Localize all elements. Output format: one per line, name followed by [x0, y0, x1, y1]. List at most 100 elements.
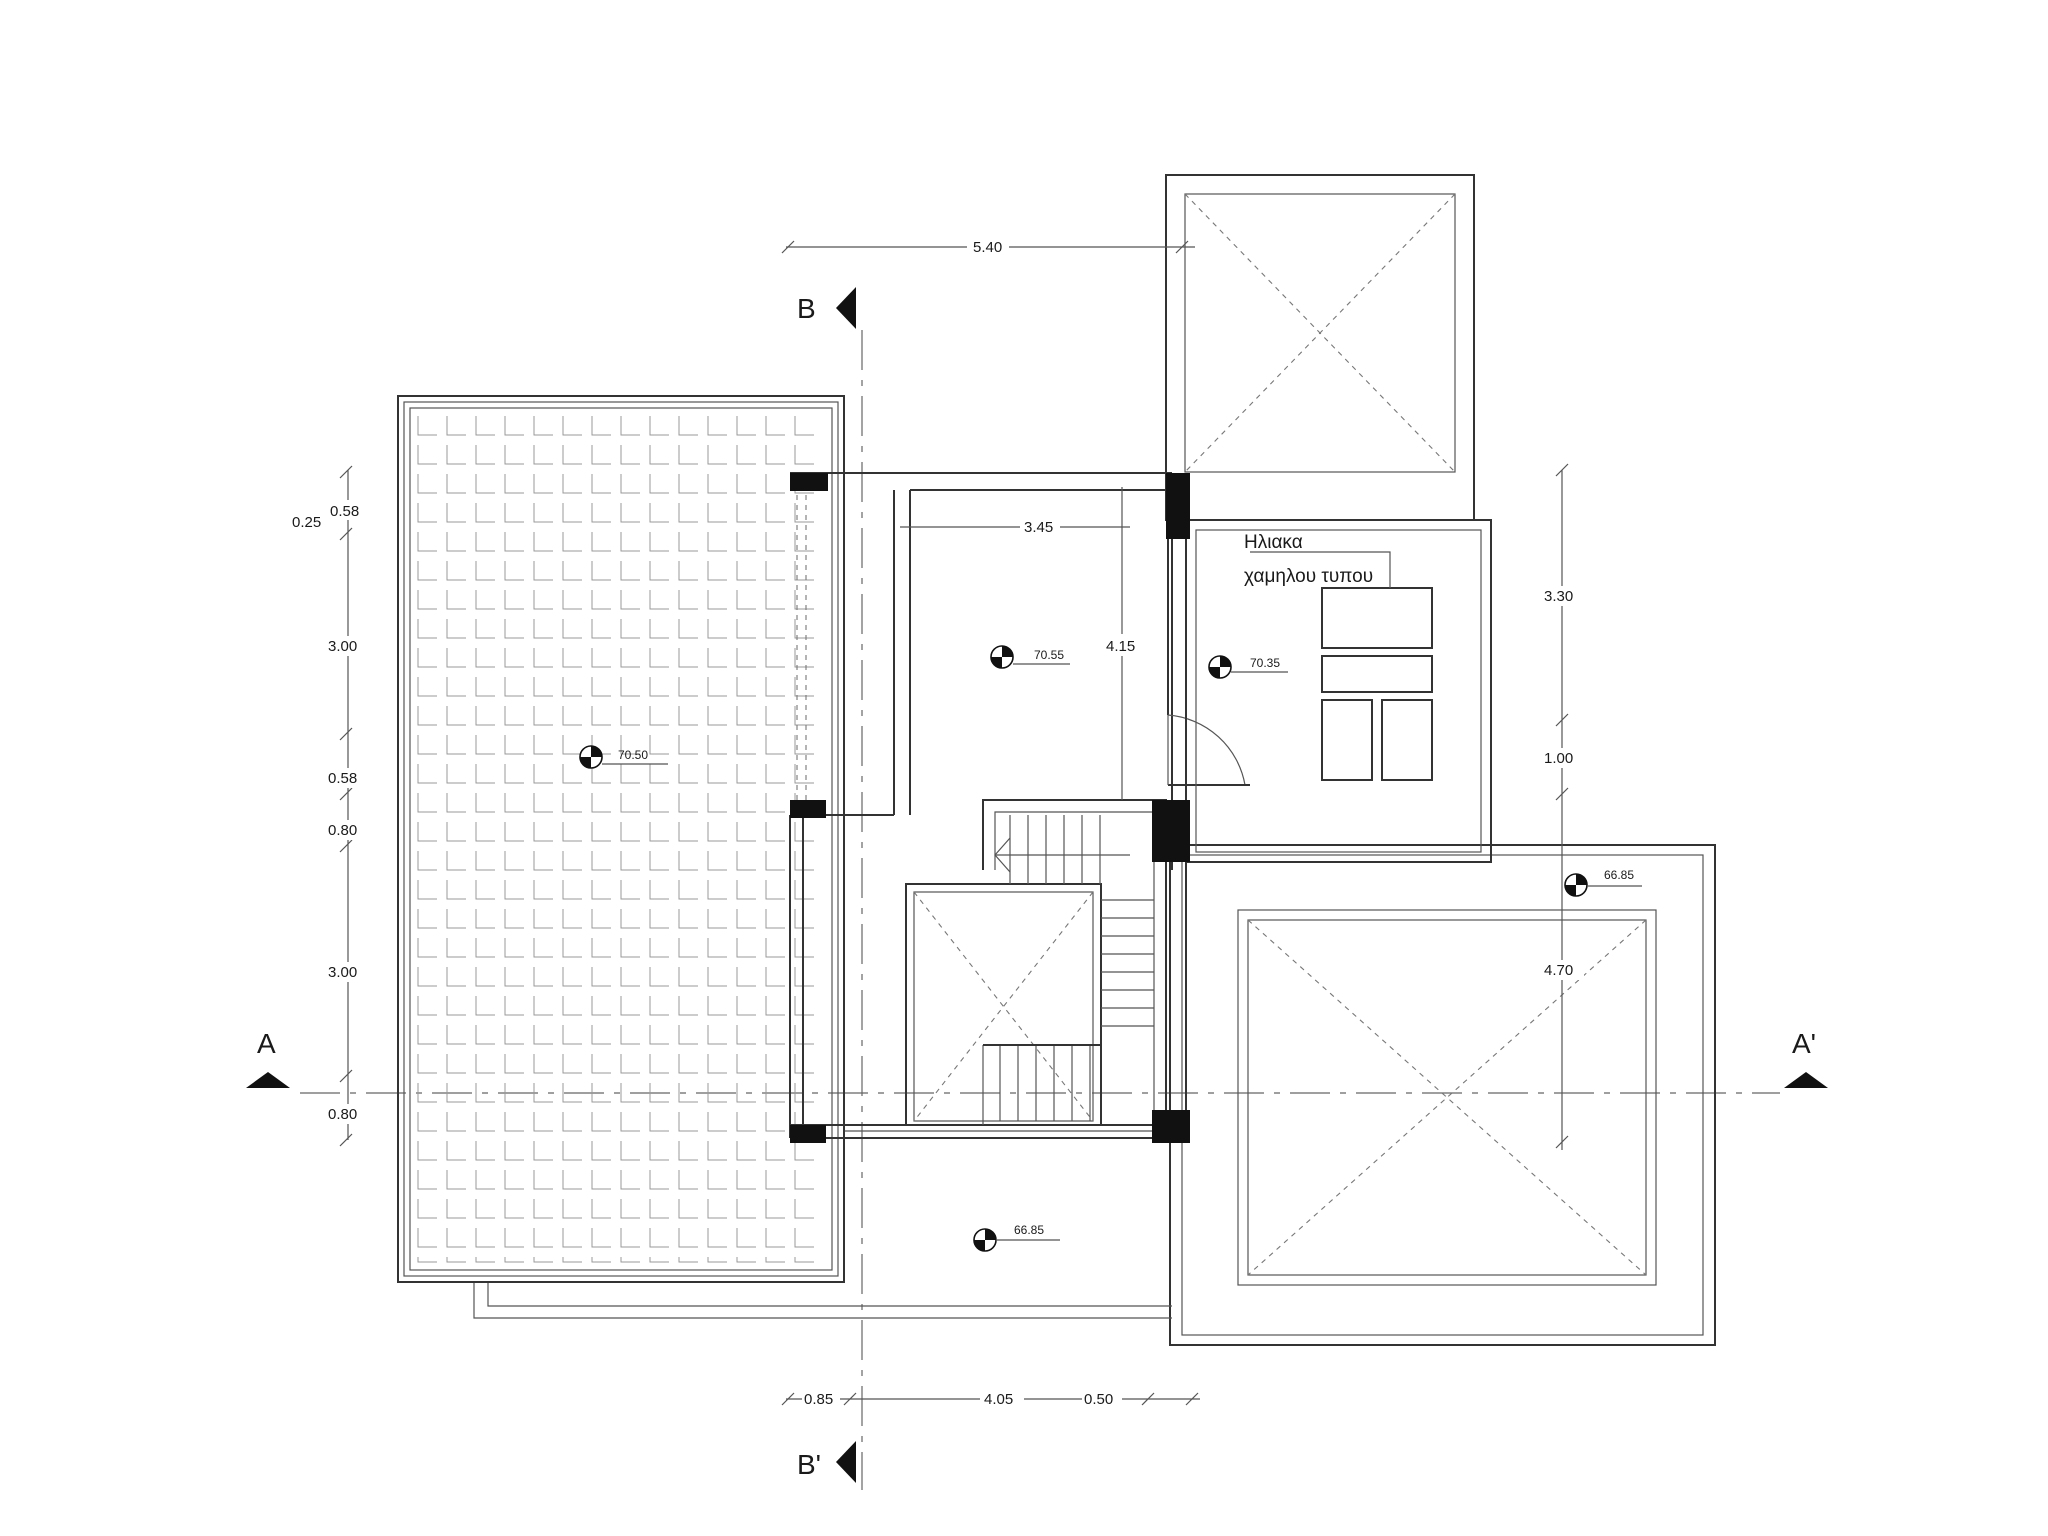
- level-roof-right-text: 66.85: [1604, 868, 1634, 882]
- terrace-tile: [591, 1141, 611, 1161]
- terrace-tile: [794, 619, 814, 639]
- terrace-tile: [736, 967, 756, 987]
- terrace-tile: [678, 967, 698, 987]
- terrace-tile: [794, 1228, 814, 1248]
- terrace-tile: [591, 880, 611, 900]
- terrace-tile: [533, 1112, 553, 1132]
- terrace-tile: [736, 764, 756, 784]
- terrace-tile: [591, 677, 611, 697]
- section-b-bottom-label: B': [797, 1449, 821, 1480]
- terrace-tile: [533, 793, 553, 813]
- terrace-tile: [417, 503, 437, 523]
- terrace-tile: [620, 880, 640, 900]
- dim-right-470: 4.70: [1544, 962, 1573, 979]
- terrace-tile: [678, 996, 698, 1016]
- terrace-tile: [620, 851, 640, 871]
- terrace-tile: [504, 1025, 524, 1045]
- terrace-tile: [649, 1141, 669, 1161]
- terrace-tile: [794, 851, 814, 871]
- terrace-tile: [620, 619, 640, 639]
- terrace-tile: [562, 503, 582, 523]
- terrace-tile: [794, 967, 814, 987]
- dim-left-058-top: 0.58: [330, 503, 359, 520]
- terrace-tile: [591, 706, 611, 726]
- terrace-tile: [649, 590, 669, 610]
- terrace-tile: [417, 967, 437, 987]
- terrace-tile: [765, 416, 785, 436]
- terrace-tile: [504, 590, 524, 610]
- terrace-tile: [562, 880, 582, 900]
- terrace-tile: [504, 677, 524, 697]
- terrace-tile: [649, 1199, 669, 1219]
- level-marker-roof-right: 66.85: [1564, 868, 1642, 897]
- terrace-tile: [562, 590, 582, 610]
- terrace-tile: [736, 1025, 756, 1045]
- terrace-tile: [562, 1257, 582, 1263]
- terrace-tile: [591, 561, 611, 581]
- terrace-tile: [678, 648, 698, 668]
- terrace-tile: [707, 1257, 727, 1263]
- terrace-tile: [678, 938, 698, 958]
- terrace-tile: [736, 619, 756, 639]
- terrace-tile: [591, 793, 611, 813]
- terrace-tile: [417, 996, 437, 1016]
- terrace-tile: [765, 822, 785, 842]
- terrace-tile: [562, 1199, 582, 1219]
- terrace-tile: [794, 561, 814, 581]
- terrace-tile: [678, 474, 698, 494]
- terrace-tile: [794, 1141, 814, 1161]
- terrace-tile: [446, 532, 466, 552]
- terrace-tile: [504, 1170, 524, 1190]
- terrace-tile: [707, 1025, 727, 1045]
- dim-room-345: 3.45: [1024, 519, 1053, 536]
- terrace-tile: [533, 735, 553, 755]
- terrace-tile: [417, 851, 437, 871]
- terrace-tile: [446, 909, 466, 929]
- terrace-tile: [678, 793, 698, 813]
- terrace-tile: [794, 503, 814, 523]
- terrace-tile: [475, 561, 495, 581]
- terrace-tile: [562, 648, 582, 668]
- terrace-tile: [562, 1112, 582, 1132]
- terrace-tile: [475, 938, 495, 958]
- terrace-tile: [591, 1054, 611, 1074]
- terrace-tile: [736, 1257, 756, 1263]
- terrace-tile: [794, 590, 814, 610]
- terrace-tile: [620, 706, 640, 726]
- terrace-tile: [794, 909, 814, 929]
- terrace-tile: [533, 677, 553, 697]
- terrace-tile: [446, 938, 466, 958]
- terrace-tile: [504, 1199, 524, 1219]
- terrace-tile: [533, 967, 553, 987]
- terrace-tile: [794, 1257, 814, 1263]
- terrace-tile: [417, 735, 437, 755]
- terrace-tile: [591, 1083, 611, 1103]
- terrace-tile: [794, 445, 814, 465]
- terrace-tile: [736, 706, 756, 726]
- terrace-tile: [475, 1054, 495, 1074]
- dimension-lines: [339, 240, 1569, 1406]
- terrace-tile: [504, 793, 524, 813]
- terrace-tile: [736, 1228, 756, 1248]
- terrace-tile: [794, 1083, 814, 1103]
- terrace-tile: [765, 619, 785, 639]
- terrace-tile: [504, 909, 524, 929]
- terrace-tile: [446, 474, 466, 494]
- terrace-tile: [591, 938, 611, 958]
- terrace-tile: [591, 1257, 611, 1263]
- terrace-tile: [678, 1025, 698, 1045]
- terrace-tile: [649, 793, 669, 813]
- terrace-tile: [707, 1112, 727, 1132]
- terrace-tile: [446, 561, 466, 581]
- terrace-tile: [794, 1025, 814, 1045]
- terrace-tile: [446, 1170, 466, 1190]
- terrace-tile: [649, 822, 669, 842]
- terrace-tile: [620, 590, 640, 610]
- terrace-tile: [649, 909, 669, 929]
- level-terrace-text: 70.50: [618, 748, 648, 762]
- terrace-tile: [620, 1199, 640, 1219]
- terrace-tile: [417, 590, 437, 610]
- dim-bottom-050: 0.50: [1084, 1391, 1113, 1408]
- terrace-tile: [736, 1141, 756, 1161]
- terrace-tile: [765, 1025, 785, 1045]
